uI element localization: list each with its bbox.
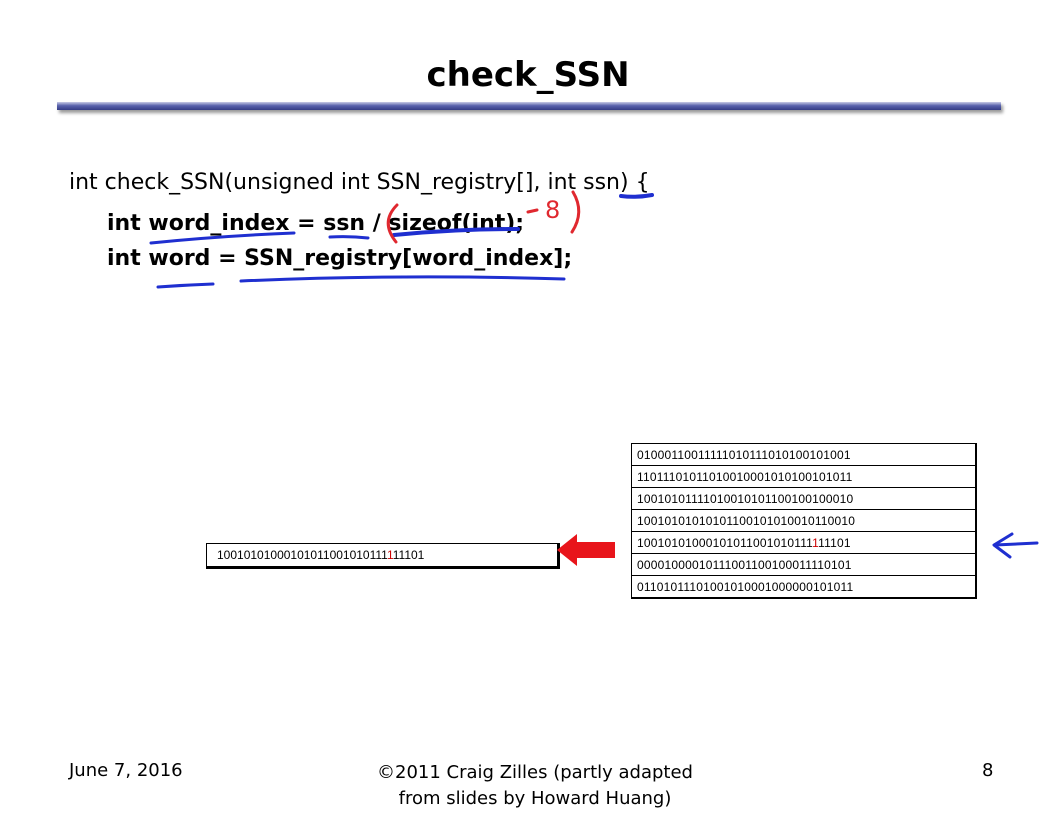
blue-underline-ssn — [328, 235, 370, 240]
footer-credit-line1: ©2011 Craig Zilles (partly adapted — [377, 762, 693, 783]
registry-word-cell: 01101011101001010001000000101011 — [631, 575, 977, 599]
registry-word-cell: 10010101111010010101100100100010 — [631, 487, 977, 510]
table-row: 01101011101001010001000000101011 — [631, 575, 977, 599]
table-row: 00001000010111001100100011110101 — [631, 553, 977, 576]
title-underline-bar — [57, 102, 1001, 110]
footer-credit-line2: from slides by Howard Huang) — [398, 788, 672, 810]
code-line-word-index: int word_index = ssn / sizeof(int); — [107, 211, 525, 236]
table-row: 10010101111010010101100100100010 — [631, 487, 977, 510]
code-line-signature: int check_SSN(unsigned int SSN_registry[… — [69, 170, 650, 195]
table-row: 01000110011111010111010100101001 — [631, 443, 977, 466]
page-number: 8 — [982, 760, 994, 781]
registry-word-cell: 10010101000101011001010111111101 — [631, 531, 977, 554]
footer-date: June 7, 2016 — [69, 760, 183, 781]
table-row: 10010101000101011001010111111101 — [631, 531, 977, 554]
red-paren-right — [570, 190, 581, 234]
blue-pointer-arrow-icon — [992, 532, 1039, 559]
registry-word-cell: 10010101010101100101010010110010 — [631, 509, 977, 532]
blue-underline-word — [156, 282, 215, 289]
registry-word-cell: 11011101011010010001010100101011 — [631, 465, 977, 488]
red-left-arrow-icon — [557, 534, 615, 566]
slide-title: check_SSN — [426, 55, 630, 95]
table-row: 10010101010101100101010010110010 — [631, 509, 977, 532]
red-digit: 8 — [545, 196, 560, 224]
code-line-word: int word = SSN_registry[word_index]; — [107, 246, 573, 271]
registry-word-cell: 00001000010111001100100011110101 — [631, 553, 977, 576]
red-dash — [526, 208, 539, 214]
highlighted-bit: 1 — [812, 535, 819, 550]
extracted-word-box: 10010101000101011001010111111101 — [206, 543, 560, 569]
registry-word-cell: 01000110011111010111010100101001 — [631, 443, 977, 466]
highlighted-bit: 1 — [386, 548, 393, 562]
blue-underline-registry — [239, 275, 566, 283]
footer-credit: ©2011 Craig Zilles (partly adapted from … — [350, 760, 720, 812]
table-row: 11011101011010010001010100101011 — [631, 465, 977, 488]
blue-underline-ssn-param — [619, 193, 654, 199]
